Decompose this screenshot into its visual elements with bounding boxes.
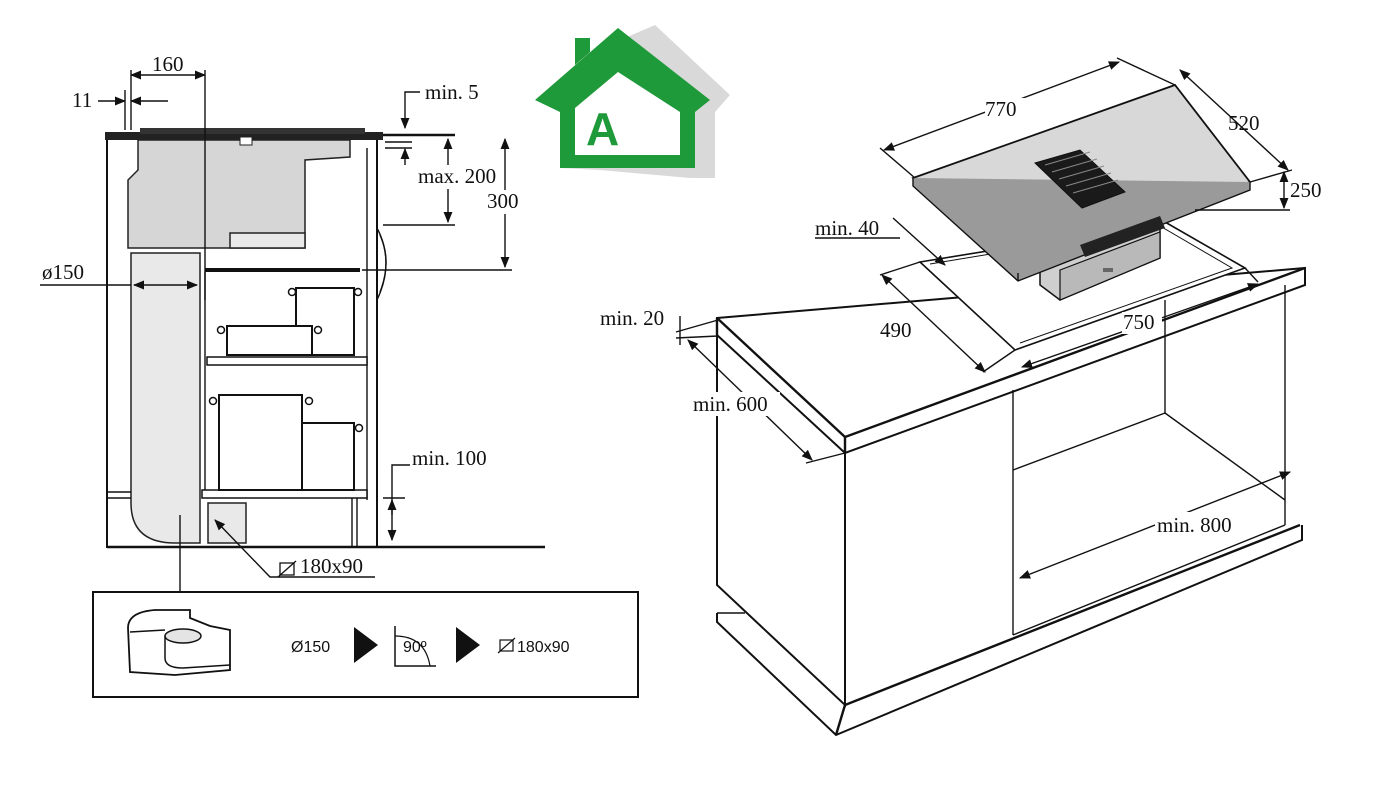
arrow-right-icon bbox=[456, 627, 480, 663]
side-view: 160 11 min. 5 max. 200 300 ø150 min. 100 bbox=[40, 52, 545, 592]
energy-class-letter: A bbox=[586, 103, 619, 155]
hob-fan-box bbox=[229, 232, 306, 249]
dim-160: 160 bbox=[152, 52, 184, 76]
rect-duct-symbol bbox=[497, 637, 516, 654]
drawer-handle-inner bbox=[379, 234, 387, 293]
hob-glass bbox=[140, 128, 365, 134]
dim-min100: min. 100 bbox=[412, 446, 487, 470]
adapter-box: Ø150 90º 180x90 bbox=[92, 591, 639, 698]
dim-min5: min. 5 bbox=[425, 80, 479, 104]
angle-90-icon bbox=[394, 626, 436, 667]
dim-min20: min. 20 bbox=[600, 306, 664, 330]
pot-handle bbox=[313, 325, 323, 335]
duct-flat bbox=[207, 502, 247, 544]
rect-duct-symbol bbox=[277, 560, 297, 578]
duct-adapter-icon bbox=[127, 609, 231, 676]
adapter-label-180x90: 180x90 bbox=[517, 639, 570, 656]
dim-250: 250 bbox=[1290, 178, 1322, 202]
pot-handle bbox=[353, 287, 363, 297]
shelf-bottom bbox=[201, 489, 368, 499]
extractor-vent bbox=[1034, 149, 1126, 209]
dim-300: 300 bbox=[487, 189, 519, 213]
dim-11: 11 bbox=[72, 88, 92, 112]
plinth bbox=[716, 525, 1303, 737]
shelf-top bbox=[205, 268, 360, 272]
pot-handle bbox=[354, 423, 364, 433]
dim-770: 770 bbox=[985, 97, 1017, 121]
worktop bbox=[105, 132, 383, 140]
pot-handle bbox=[216, 325, 226, 335]
dim-180x90: 180x90 bbox=[300, 554, 363, 578]
shelf-middle bbox=[206, 356, 368, 366]
dim-490: 490 bbox=[880, 318, 912, 342]
energy-class-badge: A bbox=[535, 25, 730, 178]
dim-max200: max. 200 bbox=[418, 164, 496, 188]
dim-min40: min. 40 bbox=[815, 216, 879, 240]
duct-round bbox=[130, 252, 201, 544]
dim-min600: min. 600 bbox=[693, 392, 768, 416]
pot-handle bbox=[208, 396, 218, 406]
isometric-view: 770 520 250 min. 40 490 750 min. 20 min. bbox=[600, 57, 1322, 737]
pot-handle bbox=[304, 396, 314, 406]
dim-d150: ø150 bbox=[42, 260, 84, 284]
adapter-label-90: 90º bbox=[403, 639, 427, 656]
pot-tall-lower bbox=[218, 394, 303, 491]
dim-750: 750 bbox=[1123, 310, 1155, 334]
arrow-right-icon bbox=[354, 627, 378, 663]
pot-low bbox=[226, 325, 313, 356]
dim-min800: min. 800 bbox=[1157, 513, 1232, 537]
pot-handle bbox=[287, 287, 297, 297]
dim-520: 520 bbox=[1228, 111, 1260, 135]
hob-front-strip bbox=[1080, 216, 1165, 257]
hob-connector bbox=[239, 136, 253, 146]
adapter-label-d150: Ø150 bbox=[291, 639, 330, 656]
pot-medium bbox=[301, 422, 355, 491]
